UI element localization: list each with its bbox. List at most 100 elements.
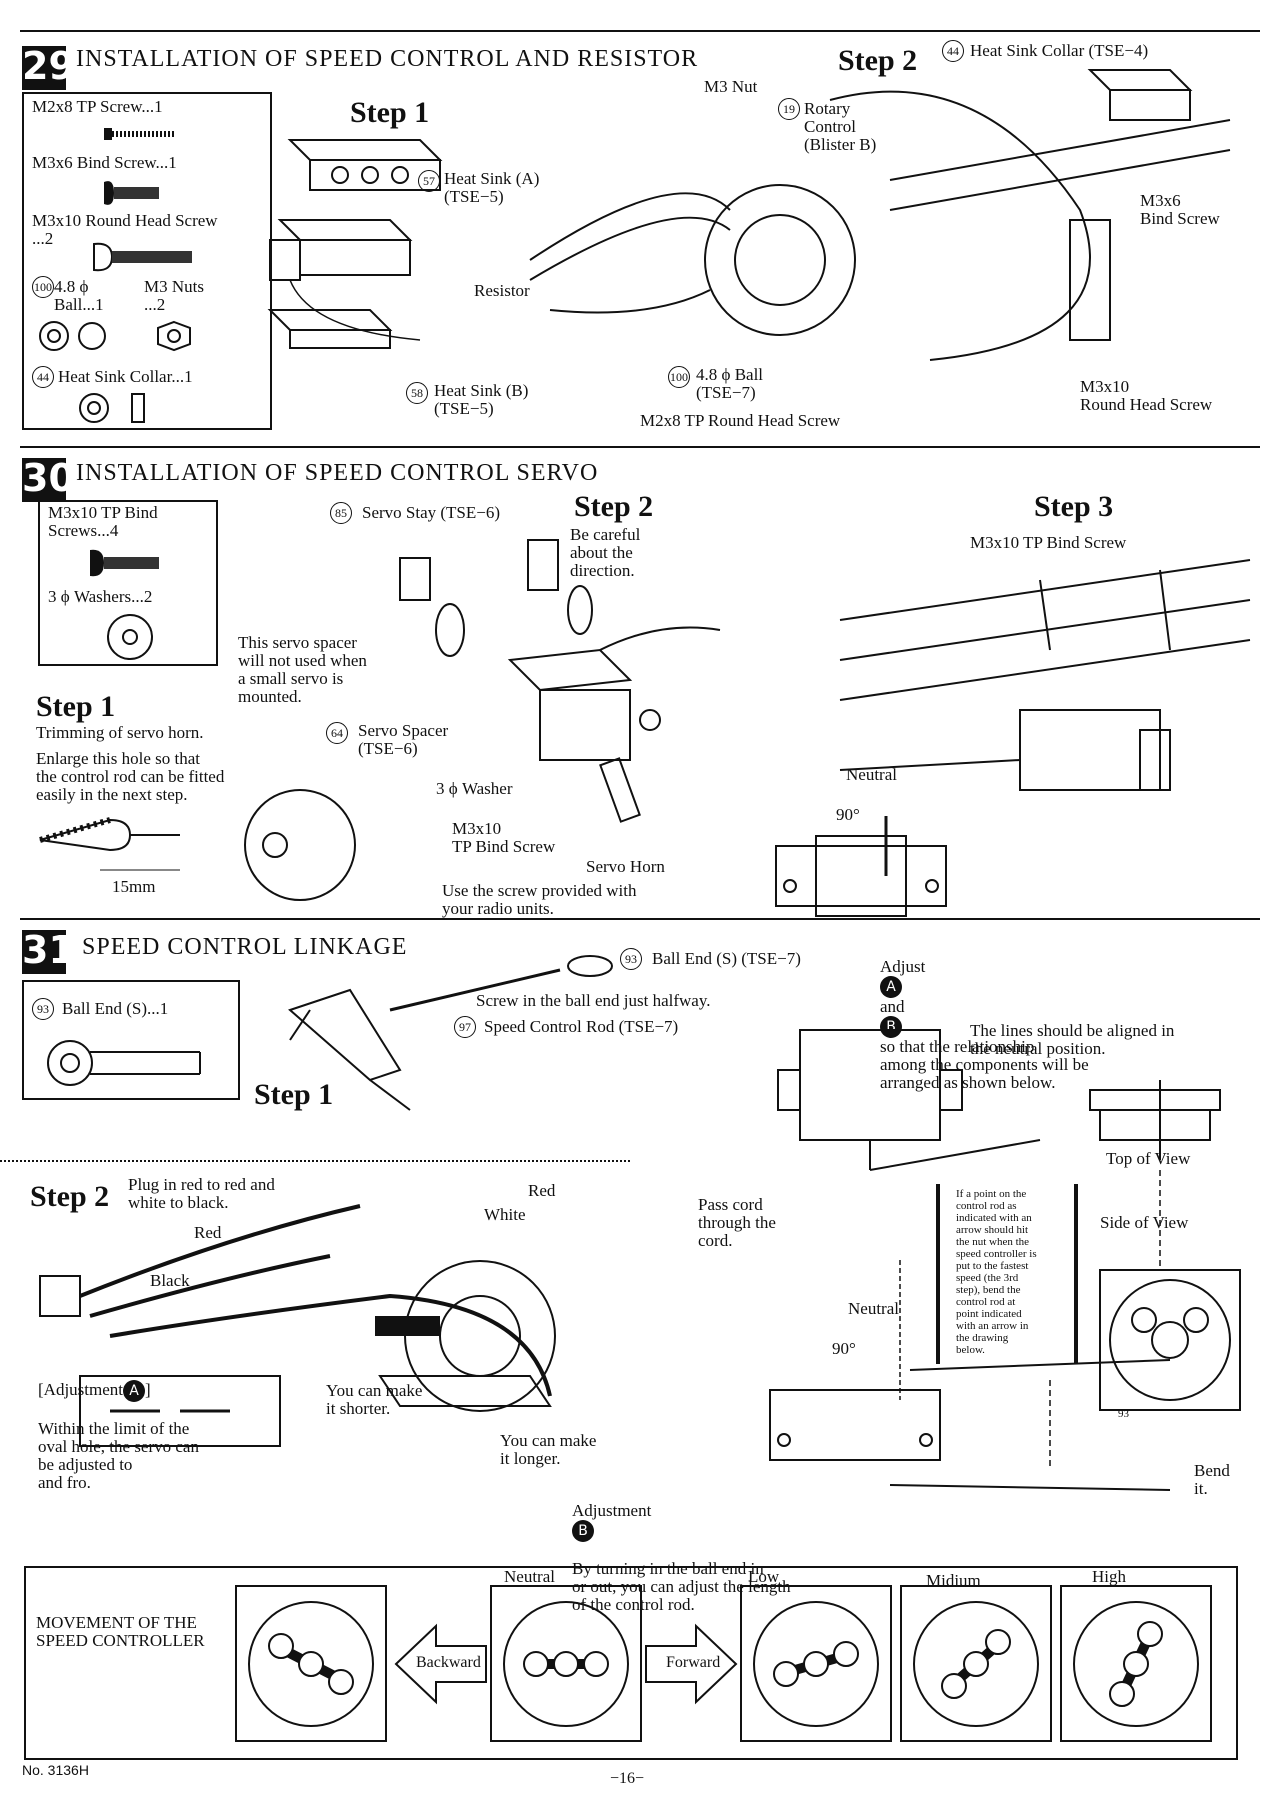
- adj-b-note: Adjustment B By turning in the ball end …: [572, 1484, 791, 1614]
- bend-label: Bend it.: [1194, 1461, 1230, 1498]
- low-heading: Low: [748, 1567, 780, 1586]
- adj-b-mark: B: [572, 1520, 594, 1542]
- washer-label: 3 ϕ Washer: [436, 779, 513, 798]
- page-number: −16−: [610, 1770, 645, 1787]
- enlarge-label: Enlarge this hole so that the control ro…: [36, 749, 225, 804]
- ball-end-icon: [47, 1040, 201, 1086]
- dial-backward: [235, 1585, 387, 1742]
- heat-sink-b-number: 58: [406, 382, 428, 404]
- movement-box: MOVEMENT OF THE SPEED CONTROLLER Neutral…: [24, 1566, 1238, 1760]
- if-point-note: If a point on the control rod as indicat…: [956, 1188, 1037, 1356]
- servo-stay-label: Servo Stay (TSE−6): [362, 503, 501, 522]
- washer-icon: [107, 614, 153, 660]
- s31-step1-label: Step 1: [254, 1078, 334, 1111]
- adjust-and: and: [880, 997, 905, 1016]
- use-screw-note: Use the screw provided with your radio u…: [442, 881, 637, 918]
- adj-b-text: By turning in the ball end in or out, yo…: [572, 1559, 791, 1614]
- step3-chassis-drawing: [839, 559, 1251, 791]
- m3x10-tp-label: M3x10 TP Bind Screw: [452, 819, 556, 856]
- screw-icon: [93, 242, 192, 272]
- screw-icon: [90, 549, 159, 577]
- section-30-number: 30: [22, 456, 75, 502]
- servo-assembly-drawing: [399, 539, 721, 823]
- dimension-label: 15mm: [112, 877, 156, 896]
- m3x6-label: M3x6 Bind Screw: [1140, 191, 1220, 228]
- careful-note: Be careful about the direction.: [570, 525, 641, 580]
- servo-stay-number: 85: [330, 502, 352, 524]
- rule-30-31: [20, 918, 1260, 920]
- section-29-title: INSTALLATION OF SPEED CONTROL AND RESIST…: [76, 46, 699, 72]
- m2x8-label: M2x8 TP Round Head Screw: [640, 411, 841, 430]
- s29-step1-label: Step 1: [350, 96, 430, 129]
- shorter-note: You can make it shorter.: [326, 1381, 423, 1418]
- screw-icon: [104, 181, 159, 205]
- part-ball: 4.8 ϕ Ball...1: [54, 277, 104, 314]
- screw-icon: [104, 128, 174, 140]
- adj-a-title: [Adjustment: [38, 1380, 123, 1399]
- linkage-alignment-drawing: [769, 1029, 1241, 1491]
- neutral-heading: Neutral: [504, 1567, 555, 1586]
- ball-label: 4.8 ϕ Ball (TSE−7): [696, 365, 764, 402]
- dial-low: [740, 1585, 892, 1742]
- adjust-line: Adjust A and B so that the relationship …: [880, 940, 1089, 1092]
- part-collar-number: 44: [32, 366, 54, 388]
- adj-a-mark: A: [123, 1380, 145, 1402]
- rotary-label: Rotary Control (Blister B): [804, 99, 877, 154]
- section-29-number: 29: [22, 44, 75, 90]
- trimming-label: Trimming of servo horn.: [36, 723, 204, 742]
- small-93-label: 93: [1118, 1408, 1129, 1420]
- screw-halfway-label: Screw in the ball end just halfway.: [476, 991, 711, 1010]
- ball-end-number: 93: [620, 948, 642, 970]
- backward-label: Backward: [416, 1654, 481, 1671]
- side-view-label: Side of View: [1100, 1213, 1189, 1232]
- resistor-label: Resistor: [474, 281, 530, 300]
- adjust-a-mark: A: [880, 976, 902, 998]
- ball-nut-icons: [39, 320, 191, 352]
- section-31-title: SPEED CONTROL LINKAGE: [82, 934, 408, 960]
- heat-sink-a-label: Heat Sink (A) (TSE−5): [444, 169, 540, 206]
- ball-number: 100: [668, 366, 690, 388]
- s30-parts-box: M3x10 TP Bind Screws...4 3 ϕ Washers...2: [38, 500, 218, 666]
- heat-sink-collar-label: Heat Sink Collar (TSE−4): [970, 41, 1149, 60]
- m3-nut-label: M3 Nut: [704, 77, 758, 96]
- lines-aligned-note: The lines should be aligned in the neutr…: [970, 1021, 1175, 1058]
- high-heading: High: [1092, 1567, 1126, 1586]
- s31-step2-label: Step 2: [30, 1180, 110, 1213]
- spacer-note: This servo spacer will not used when a s…: [238, 633, 367, 706]
- step3-screw-label: M3x10 TP Bind Screw: [970, 533, 1127, 552]
- rod-label: Speed Control Rod (TSE−7): [484, 1017, 679, 1036]
- s29-step2-label: Step 2: [838, 44, 918, 77]
- red-label-2: Red: [194, 1223, 222, 1242]
- part-ball-number: 100: [32, 276, 54, 298]
- section-31-number: 31: [22, 928, 75, 974]
- rod-number: 97: [454, 1016, 476, 1038]
- part-m3x10: M3x10 Round Head Screw ...2: [32, 211, 218, 248]
- heat-sink-b-label: Heat Sink (B) (TSE−5): [434, 381, 529, 418]
- controller-dials: [235, 1585, 1212, 1742]
- servo-horn-label: Servo Horn: [586, 857, 665, 876]
- plug-note: Plug in red to red and white to black.: [128, 1175, 275, 1212]
- rod-ball-end-drawing: [288, 955, 613, 1111]
- longer-note: You can make it longer.: [500, 1431, 597, 1468]
- adjust-pre: Adjust: [880, 957, 926, 976]
- part-m3x10-tp: M3x10 TP Bind Screws...4: [48, 503, 158, 540]
- top-rule: [20, 30, 1260, 32]
- servo-horn-trim-drawing: [39, 789, 356, 901]
- s30-step3-label: Step 3: [1034, 490, 1114, 523]
- adj-b-title: Adjustment: [572, 1501, 652, 1520]
- if-point-box: If a point on the control rod as indicat…: [936, 1184, 1078, 1364]
- s29-parts-box: M2x8 TP Screw...1 M3x6 Bind Screw...1 M3…: [22, 92, 272, 430]
- s30-step1-label: Step 1: [36, 690, 116, 723]
- heat-sink-a-number: 57: [418, 170, 440, 192]
- servo-spacer-label: Servo Spacer (TSE−6): [358, 721, 449, 758]
- arrow-backward: [394, 1623, 487, 1705]
- rule-29-30: [20, 446, 1260, 448]
- part-m2x8: M2x8 TP Screw...1: [32, 97, 163, 116]
- ball-end-label: Ball End (S) (TSE−7): [652, 949, 801, 968]
- top-view-label: Top of View: [1106, 1149, 1191, 1168]
- part-m3-nuts: M3 Nuts ...2: [144, 277, 204, 314]
- wiring-drawing: [39, 1204, 556, 1447]
- red-label-1: Red: [528, 1181, 556, 1200]
- part-m3x6: M3x6 Bind Screw...1: [32, 153, 177, 172]
